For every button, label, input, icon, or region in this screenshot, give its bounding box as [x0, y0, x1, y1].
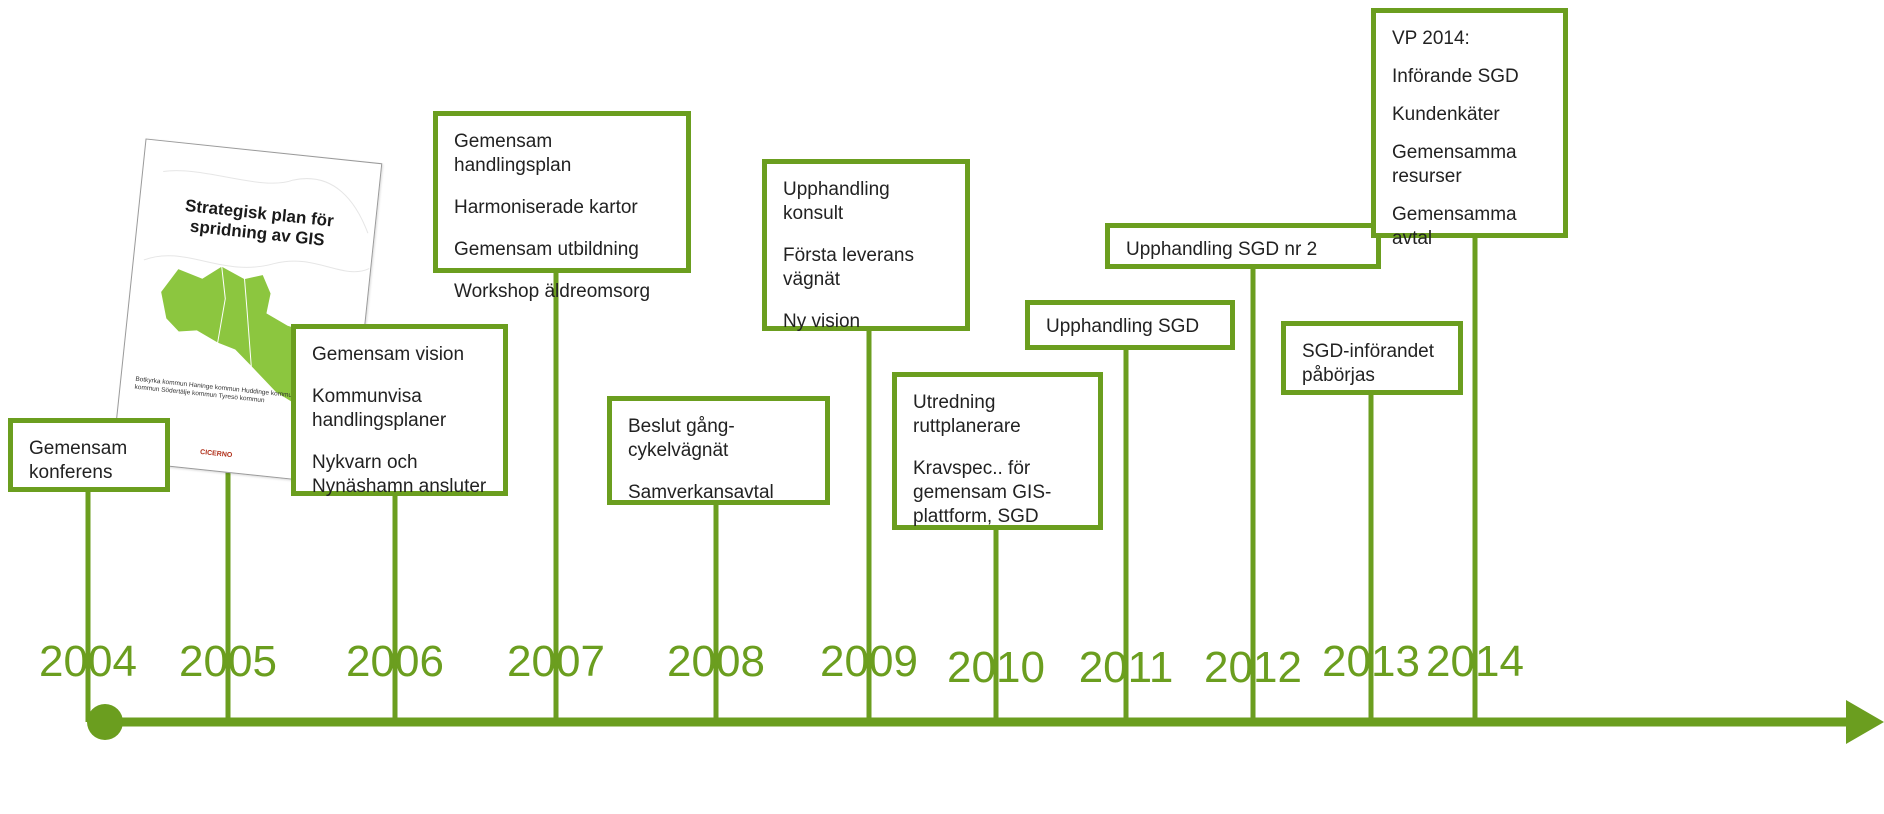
- event-text: Upphandling SGD: [1046, 316, 1200, 337]
- event-text: Nykvarn och Nynäshamn ansluter: [312, 452, 487, 497]
- event-text: Gemensamma resurser: [1392, 142, 1517, 187]
- year-label-2004: 2004: [39, 637, 137, 686]
- event-text: Gemensamma avtal: [1392, 204, 1517, 249]
- event-text: Kravspec.. för gemensam GIS-plattform, S…: [913, 458, 1052, 527]
- timeline-start-dot: [87, 704, 123, 740]
- event-text: Ny vision: [783, 311, 861, 332]
- event-text: Workshop äldreomsorg: [454, 281, 651, 302]
- timeline-arrowhead: [1846, 700, 1884, 744]
- event-box-2012: Upphandling SGD nr 2: [1105, 223, 1381, 269]
- year-label-2006: 2006: [346, 637, 444, 686]
- year-label-2013: 2013: [1322, 637, 1420, 686]
- event-text: Utredning ruttplanerare: [913, 392, 1021, 437]
- event-text: Upphandling SGD nr 2: [1126, 239, 1318, 260]
- year-label-2012: 2012: [1204, 643, 1302, 692]
- year-label-2009: 2009: [820, 637, 918, 686]
- event-text: Gemensam konferens: [29, 438, 128, 483]
- event-text: Kommunvisa handlingsplaner: [312, 386, 447, 431]
- event-text: Upphandling konsult: [783, 179, 890, 224]
- event-text: Införande SGD: [1392, 66, 1519, 87]
- year-label-2007: 2007: [507, 637, 605, 686]
- event-text: Första leverans vägnät: [783, 245, 914, 290]
- year-label-2005: 2005: [179, 637, 277, 686]
- event-text: Gemensam handlingsplan: [454, 131, 572, 176]
- event-text: Gemensam vision: [312, 344, 465, 365]
- event-text: Kundenkäter: [1392, 104, 1500, 125]
- year-label-2010: 2010: [947, 643, 1045, 692]
- event-text: Gemensam utbildning: [454, 239, 639, 260]
- event-box-2004: Gemensam konferens: [8, 418, 170, 492]
- event-box-2013: SGD-införandet påbörjas: [1281, 321, 1463, 395]
- event-text: Samverkansavtal: [628, 482, 774, 503]
- event-box-2011: Upphandling SGD: [1025, 300, 1235, 350]
- year-label-2014: 2014: [1426, 637, 1524, 686]
- year-label-2008: 2008: [667, 637, 765, 686]
- event-text: SGD-införandet påbörjas: [1302, 341, 1435, 386]
- event-text: VP 2014:: [1392, 28, 1470, 49]
- year-label-2011: 2011: [1078, 643, 1174, 692]
- event-text: Beslut gång-cykelvägnät: [628, 416, 735, 461]
- event-text: Harmoniserade kartor: [454, 197, 638, 218]
